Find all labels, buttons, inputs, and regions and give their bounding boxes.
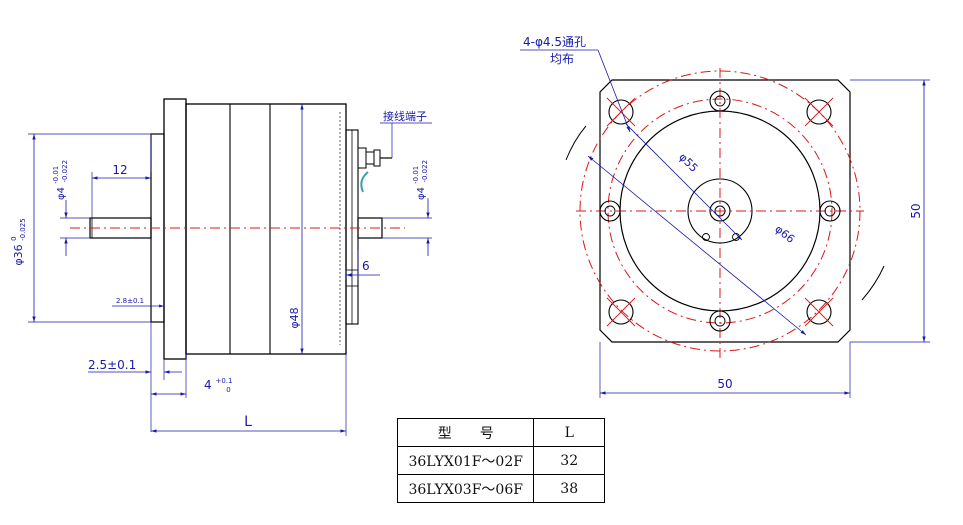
flange-thickness-label: 2.5±0.1 — [88, 358, 136, 372]
row-model: 36LYX01F～02F — [396, 446, 535, 475]
side-view: φ36 0 -0.025 φ4 -0.01 -0.022 12 2.8±0.1 — [6, 98, 432, 436]
circle-dim-inner-label: φ55 — [676, 151, 700, 175]
small-dim-label: 2.8±0.1 — [116, 297, 144, 305]
hole-note-line1: 4-φ4.5通孔 — [523, 35, 586, 49]
spec-table: 型 号 L 36LYX01F～02F 32 36LYX03F～06F 38 — [396, 418, 605, 503]
header-length: L — [533, 418, 605, 447]
side-body — [185, 103, 347, 355]
front-shaft-diameter-label: φ4 -0.01 -0.022 — [50, 160, 69, 200]
step-dim-label: 4 +0.1 0 — [204, 372, 236, 394]
body-diameter-label: φ48 — [288, 307, 301, 328]
side-flange — [163, 98, 187, 360]
length-label: L — [244, 414, 252, 430]
width-label: 50 — [717, 377, 732, 391]
header-model: 型 号 — [396, 418, 535, 447]
hole-note-line2: 均布 — [550, 52, 574, 66]
dim-line-66 — [587, 155, 807, 336]
table-row: 36LYX03F～06F 38 — [396, 474, 605, 503]
rear-dim-label: 6 — [362, 259, 370, 273]
front-view: φ55 φ66 4-φ4.5通孔 均布 50 50 — [520, 35, 930, 398]
row-length: 32 — [533, 446, 605, 475]
table-header-row: 型 号 L — [396, 418, 605, 447]
pilot-diameter-label: φ36 0 -0.025 — [6, 218, 27, 265]
table-row: 36LYX01F～02F 32 — [396, 446, 605, 475]
row-length: 38 — [533, 474, 605, 503]
terminal — [357, 147, 392, 193]
shaft-length-label: 12 — [112, 163, 127, 177]
dim-line-55 — [625, 123, 743, 241]
height-label: 50 — [909, 203, 923, 218]
terminal-label: 接线端子 — [383, 109, 427, 123]
rear-shaft-diameter-label: φ4 -0.01 -0.022 — [410, 160, 429, 200]
row-model: 36LYX03F～06F — [396, 474, 535, 503]
circle-dim-outer-label: φ66 — [772, 222, 797, 245]
